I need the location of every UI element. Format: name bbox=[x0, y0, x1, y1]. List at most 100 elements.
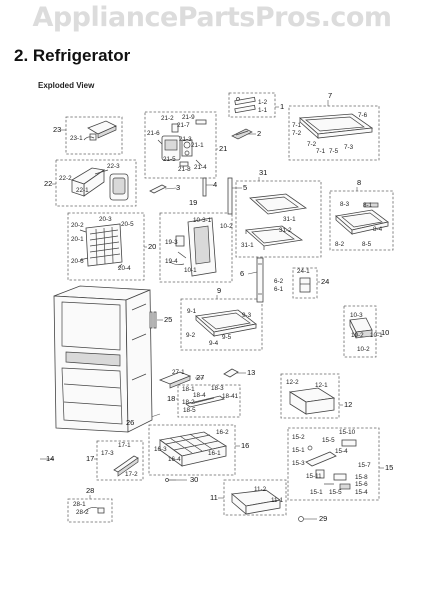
callout-c9-5: 9-5 bbox=[222, 334, 232, 341]
callout-c19-3: 19-3 bbox=[165, 239, 178, 246]
callout-c16-3: 16-3 bbox=[154, 446, 167, 453]
group-box-20 bbox=[67, 212, 145, 281]
part-23 bbox=[83, 120, 117, 141]
callout-c16-2: 16-2 bbox=[216, 429, 229, 436]
callout-c20-6: 20-6 bbox=[71, 258, 84, 265]
group-box-9 bbox=[180, 298, 263, 351]
callout-c23: 23 bbox=[53, 125, 61, 134]
callout-c11: 11 bbox=[210, 493, 218, 502]
group-box-16 bbox=[148, 424, 236, 476]
part-12-drawer bbox=[288, 387, 336, 415]
callout-c28-1: 28-1 bbox=[73, 501, 86, 508]
part-29 bbox=[298, 516, 304, 522]
group-box-15 bbox=[287, 427, 380, 501]
callout-c22: 22 bbox=[44, 179, 52, 188]
callout-c8-2: 8-2 bbox=[335, 241, 345, 248]
callout-c9: 9 bbox=[217, 286, 221, 295]
callout-c15-4b: 15-4 bbox=[355, 489, 368, 496]
watermark: AppliancePartsPros.com bbox=[32, 2, 392, 33]
group-box-17 bbox=[96, 440, 144, 481]
part-21 bbox=[157, 119, 207, 167]
callout-c20: 20 bbox=[148, 242, 156, 251]
callout-c16: 16 bbox=[241, 441, 249, 450]
group-boxes bbox=[55, 92, 394, 523]
callout-c17-3: 17-3 bbox=[101, 450, 114, 457]
group-box-21 bbox=[144, 111, 217, 179]
callout-c10-1a: 10-1 bbox=[184, 267, 197, 274]
part-9-shelf bbox=[195, 309, 257, 337]
callout-c10-1: 10-1 bbox=[370, 332, 383, 339]
callout-c27-1: 27-1 bbox=[172, 369, 185, 376]
callout-c9-4: 9-4 bbox=[209, 340, 219, 347]
callout-c27: 27 bbox=[196, 373, 204, 382]
callout-c18-5: 18-5 bbox=[183, 407, 196, 414]
callout-c18-1: 18-1 bbox=[182, 386, 195, 393]
part-27 bbox=[158, 371, 192, 389]
part-7-shelf bbox=[299, 113, 374, 139]
callout-c16-4: 16-4 bbox=[168, 456, 181, 463]
callout-c12-1: 12-1 bbox=[315, 382, 328, 389]
callout-c10: 10 bbox=[381, 328, 389, 337]
callout-c15-5: 15-5 bbox=[322, 437, 335, 444]
part-30 bbox=[165, 478, 176, 482]
callout-c7-1b: 7-1 bbox=[316, 148, 326, 155]
callout-c18-4: 18-4 bbox=[193, 392, 206, 399]
callout-c8-5: 8-5 bbox=[362, 241, 372, 248]
callout-c7-3: 7-3 bbox=[344, 144, 354, 151]
callout-c15-11: 15-11 bbox=[306, 473, 322, 480]
callout-c1: 1 bbox=[280, 102, 284, 111]
callout-c20-5: 20-5 bbox=[121, 221, 134, 228]
group-box-18 bbox=[177, 384, 241, 418]
callout-c7-5: 7-5 bbox=[329, 148, 339, 155]
leader-lines bbox=[40, 100, 384, 520]
callout-c2: 2 bbox=[257, 129, 261, 138]
callout-c19: 19 bbox=[189, 198, 197, 207]
group-box-23 bbox=[65, 116, 123, 155]
callout-c6: 6 bbox=[240, 269, 244, 278]
part-31-shelves bbox=[245, 193, 308, 250]
callout-c1-1: 1-1 bbox=[258, 107, 268, 114]
callout-c21-7: 21-7 bbox=[177, 122, 190, 129]
part-13 bbox=[223, 368, 239, 378]
callout-c15: 15 bbox=[385, 463, 393, 472]
callout-c21-2: 21-2 bbox=[161, 115, 174, 122]
callout-c5: 5 bbox=[243, 183, 247, 192]
callout-c21-5: 21-5 bbox=[163, 156, 176, 163]
callout-c9-1: 9-1 bbox=[187, 308, 197, 315]
callout-c21-8: 21-8 bbox=[178, 166, 191, 173]
callout-c28-2: 28-2 bbox=[76, 509, 89, 516]
callout-c20-2: 20-2 bbox=[71, 222, 84, 229]
callout-c17-1: 17-1 bbox=[118, 442, 131, 449]
callout-c17: 17 bbox=[86, 454, 94, 463]
callout-c18-2: 18-2 bbox=[182, 399, 195, 406]
callout-c10-2b: 10-2 bbox=[357, 346, 370, 353]
callout-c10-2: 10-2 bbox=[351, 332, 364, 339]
group-box-11 bbox=[223, 479, 287, 516]
callout-c15-8: 15-8 bbox=[355, 474, 368, 481]
part-17-rail bbox=[113, 455, 139, 477]
callout-c31-1: 31-1 bbox=[283, 216, 296, 223]
group-box-12 bbox=[280, 373, 340, 419]
section-heading: 2. Refrigerator bbox=[14, 46, 131, 65]
part-5 bbox=[227, 177, 233, 215]
callout-c10-2a: 10-2 bbox=[220, 223, 233, 230]
callout-c16-1: 16-1 bbox=[208, 450, 221, 457]
callout-c9-3: 9-3 bbox=[242, 312, 252, 319]
part-6 bbox=[256, 257, 264, 303]
callout-c12: 12 bbox=[344, 400, 352, 409]
part-25 bbox=[149, 311, 157, 329]
callout-c10-3: 10-3 bbox=[350, 312, 363, 319]
callout-c31-1b: 31-1 bbox=[241, 242, 254, 249]
part-24 bbox=[299, 277, 311, 293]
callout-c11-1: 11-1 bbox=[271, 497, 284, 504]
callout-c15-6: 15-6 bbox=[355, 481, 368, 488]
callout-c30: 30 bbox=[190, 475, 198, 484]
callout-c23-1: 23-1 bbox=[70, 135, 83, 142]
part-18-rail bbox=[185, 395, 225, 408]
part-19 bbox=[169, 217, 217, 277]
callout-c8-4: 8-4 bbox=[373, 226, 383, 233]
group-box-10 bbox=[343, 305, 377, 358]
group-box-22 bbox=[55, 159, 137, 207]
group-box-24 bbox=[292, 267, 318, 299]
exploded-view-label: Exploded View bbox=[38, 81, 95, 90]
